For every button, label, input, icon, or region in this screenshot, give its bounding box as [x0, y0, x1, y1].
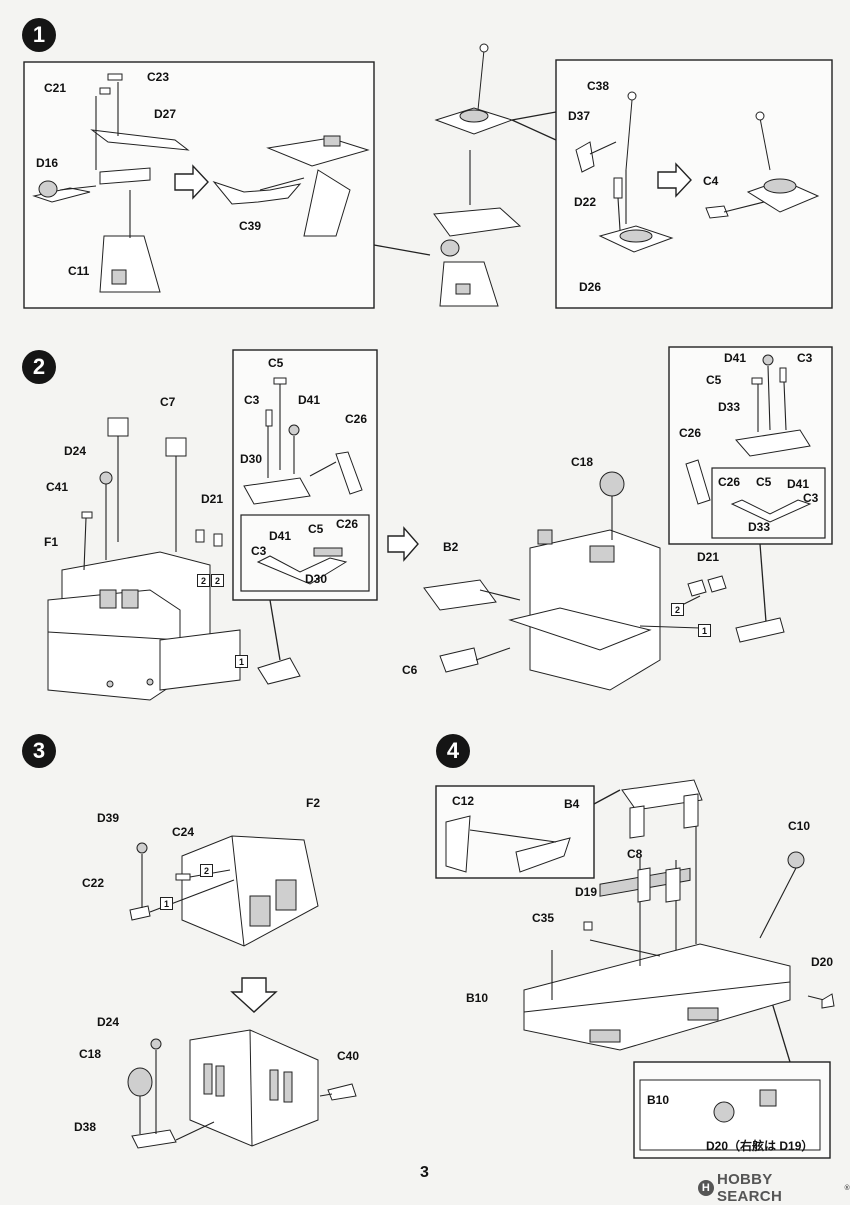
marker-1c: 1	[160, 897, 173, 910]
label-d27: D27	[154, 107, 177, 121]
step2-right-parts-art	[685, 354, 812, 523]
label-d21: D21	[201, 492, 224, 506]
label-d33-inset: D33	[748, 520, 771, 534]
label-c3-inset: C3	[251, 544, 267, 558]
label-c10: C10	[788, 819, 811, 833]
label-d16: D16	[36, 156, 59, 170]
step-4-badge: 4	[436, 734, 470, 768]
marker-2d: 2	[200, 864, 213, 877]
label-c21: C21	[44, 81, 67, 95]
label-c26-right: C26	[679, 426, 702, 440]
label-d41-right-inset: D41	[787, 477, 810, 491]
label-c11: C11	[68, 264, 90, 278]
label-c18-step3: C18	[79, 1047, 102, 1061]
step-1-badge: 1	[22, 18, 56, 52]
label-c26: C26	[345, 412, 368, 426]
marker-1b: 1	[698, 624, 711, 637]
label-c38: C38	[587, 79, 610, 93]
label-c3: C3	[244, 393, 260, 407]
label-c26-right-inset: C26	[718, 475, 741, 489]
step4-callout-line	[593, 789, 621, 805]
label-d38: D38	[74, 1120, 97, 1134]
step4-art	[445, 779, 835, 1151]
label-c5-inset: C5	[308, 522, 324, 536]
label-d33: D33	[718, 400, 741, 414]
page-number: 3	[420, 1164, 429, 1181]
label-c41: C41	[46, 480, 69, 494]
label-d41-right: D41	[724, 351, 747, 365]
step3-art	[127, 835, 357, 1149]
label-c40: C40	[337, 1049, 360, 1063]
label-c3-right-inset: C3	[803, 491, 819, 505]
label-d41: D41	[298, 393, 321, 407]
step1-arrow-a	[174, 164, 209, 200]
step-2-badge: 2	[22, 350, 56, 384]
step2-callout-line	[269, 599, 281, 661]
label-c22: C22	[82, 876, 105, 890]
bridge-f1-art	[47, 417, 301, 701]
watermark-registered-mark: ®	[844, 1184, 850, 1192]
label-d24: D24	[64, 444, 87, 458]
label-c5: C5	[268, 356, 284, 370]
label-c26-inset: C26	[336, 517, 359, 531]
label-d41-inset: D41	[269, 529, 292, 543]
label-c5-right: C5	[706, 373, 722, 387]
label-d26: D26	[579, 280, 602, 294]
label-c35: C35	[532, 911, 555, 925]
label-d22: D22	[574, 195, 597, 209]
label-d21-right: D21	[697, 550, 720, 564]
step4-inset-callout-line	[769, 995, 791, 1063]
label-f2: F2	[306, 796, 321, 810]
mast-assembly-art	[433, 43, 522, 307]
label-d37: D37	[568, 109, 591, 123]
bridge-assembly-art	[423, 471, 785, 691]
step2-arrow	[387, 526, 419, 562]
label-f1: F1	[44, 535, 59, 549]
step2-right-callout-line	[759, 543, 767, 623]
label-d19: D19	[575, 885, 598, 899]
marker-2c: 2	[671, 603, 684, 616]
label-c23: C23	[147, 70, 170, 84]
label-c8: C8	[627, 847, 643, 861]
label-c39: C39	[239, 219, 262, 233]
step1-arrow-b	[657, 162, 692, 198]
label-d30-inset: D30	[305, 572, 328, 586]
label-d20-note: D20（右舷は D19）	[706, 1139, 814, 1153]
label-d39: D39	[97, 811, 120, 825]
label-c6: C6	[402, 663, 418, 677]
label-b10: B10	[466, 991, 489, 1005]
watermark: H HOBBY SEARCH ®	[698, 1171, 850, 1205]
step1-callout-line	[373, 244, 431, 256]
label-b10-inset: B10	[647, 1093, 670, 1107]
label-c3-right: C3	[797, 351, 813, 365]
label-d20: D20	[811, 955, 834, 969]
label-c5-right-inset: C5	[756, 475, 772, 489]
label-c4: C4	[703, 174, 719, 188]
marker-1a: 1	[235, 655, 248, 668]
step-3-badge: 3	[22, 734, 56, 768]
detail-parts-art	[575, 91, 820, 253]
label-b2: B2	[443, 540, 459, 554]
marker-2b: 2	[211, 574, 224, 587]
step1-detail-callout-line	[511, 111, 557, 141]
label-b4: B4	[564, 797, 580, 811]
mast-parts-art	[32, 73, 370, 293]
step2-detail-parts-art	[243, 377, 363, 585]
label-d30: D30	[240, 452, 263, 466]
label-d24-step3: D24	[97, 1015, 120, 1029]
label-c18: C18	[571, 455, 594, 469]
label-c7: C7	[160, 395, 176, 409]
marker-2a: 2	[197, 574, 210, 587]
watermark-logo-icon: H	[698, 1180, 714, 1196]
label-c24: C24	[172, 825, 195, 839]
label-c12: C12	[452, 794, 475, 808]
